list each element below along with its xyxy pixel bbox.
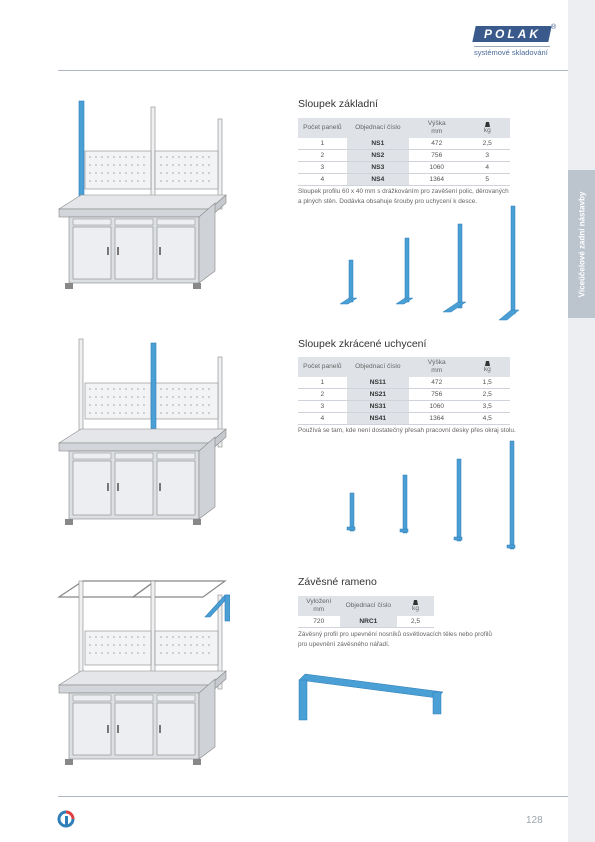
side-tab-label-wrap: Víceúčelové zadní nástavby (568, 170, 595, 318)
post-highlight-blue (78, 100, 85, 210)
footer-logo-icon (57, 810, 75, 828)
arm-vertical (298, 679, 308, 721)
workbench-illustration-1 (57, 100, 227, 289)
col-header: kg (464, 357, 510, 377)
post-3-panels (456, 458, 462, 542)
post-3-panels (457, 223, 463, 309)
workbench-illustration-2 (57, 338, 227, 525)
cabinet-door-middle (114, 226, 154, 280)
perforated-panel-left (84, 150, 152, 190)
post-2-panels (404, 237, 410, 303)
post-4-panels (510, 205, 516, 315)
desk-edge (58, 208, 211, 218)
col-header: Objednací číslo (346, 357, 409, 377)
side-tab (568, 170, 595, 318)
arm-highlight-blue (204, 594, 230, 618)
col-header: kg (464, 118, 510, 138)
product-posts-short (346, 440, 516, 550)
product-posts-basic (339, 205, 520, 321)
col-header: Počet panelů (298, 357, 347, 377)
section-description: Používá se tam, kde není dostatečný přes… (298, 427, 516, 434)
weight-icon (484, 122, 490, 127)
post-1-panel (348, 259, 354, 303)
desk-top (57, 194, 227, 210)
tagline: systémové skladování (474, 48, 548, 57)
footer-divider (58, 796, 568, 797)
col-header: Objednací číslo (346, 118, 409, 138)
cabinet-door-right (156, 226, 196, 280)
section-title-sloupek-zkracene: Sloupek zkrácené uchycení (298, 338, 427, 350)
section-title-zavesne-rameno: Závěsné rameno (298, 576, 377, 588)
col-header: kg (397, 596, 434, 616)
page-number: 128 (526, 815, 543, 826)
polak-logo: POLAK (472, 26, 552, 42)
post-1-panel (349, 492, 355, 532)
header-divider (58, 70, 568, 71)
post-4-panels (509, 440, 515, 550)
post-2-panels (402, 474, 408, 534)
perforated-panel-right (154, 150, 219, 190)
top-frame-left (57, 580, 157, 598)
section-title-sloupek-zakladni: Sloupek základní (298, 98, 378, 110)
section-description: Závěsný profil pro upevnění nosníků osvě… (298, 631, 492, 648)
weight-icon (413, 600, 418, 605)
registered-mark: ® (551, 24, 557, 31)
post-middle (150, 106, 156, 208)
side-tab-label: Víceúčelové zadní nástavby (577, 191, 587, 297)
logo-underline (474, 46, 550, 47)
col-header: Počet panelů (298, 118, 347, 138)
col-header: Objednací číslo (339, 596, 398, 616)
workbench-illustration-3 (57, 580, 230, 765)
cabinet-door-left (72, 226, 112, 280)
top-frame-right (131, 580, 227, 598)
side-strip (568, 0, 595, 842)
arm-beam (298, 673, 444, 699)
section-description: Sloupek profilu 60 x 40 mm s drážkováním… (298, 188, 509, 205)
weight-icon (484, 361, 490, 366)
product-arm (298, 673, 444, 721)
